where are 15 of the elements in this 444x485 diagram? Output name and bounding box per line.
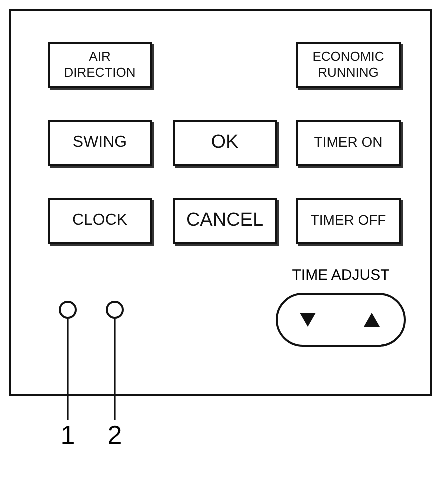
button: TIMER ON — [296, 120, 401, 166]
button-heading: TIME ADJUST — [292, 267, 390, 284]
leader-line — [114, 319, 116, 420]
button: AIR DIRECTION — [48, 42, 152, 88]
callout-number: 2 — [105, 420, 125, 450]
button: TIMER OFF — [296, 198, 401, 244]
button: ECONOMIC RUNNING — [296, 42, 401, 88]
callout-number: 1 — [58, 420, 78, 450]
indicator-lamp — [59, 301, 77, 319]
button: SWING — [48, 120, 152, 166]
button: OK — [173, 120, 277, 166]
button: CANCEL — [173, 198, 277, 244]
button: CLOCK — [48, 198, 152, 244]
leader-line — [67, 319, 69, 420]
indicator-lamp — [106, 301, 124, 319]
